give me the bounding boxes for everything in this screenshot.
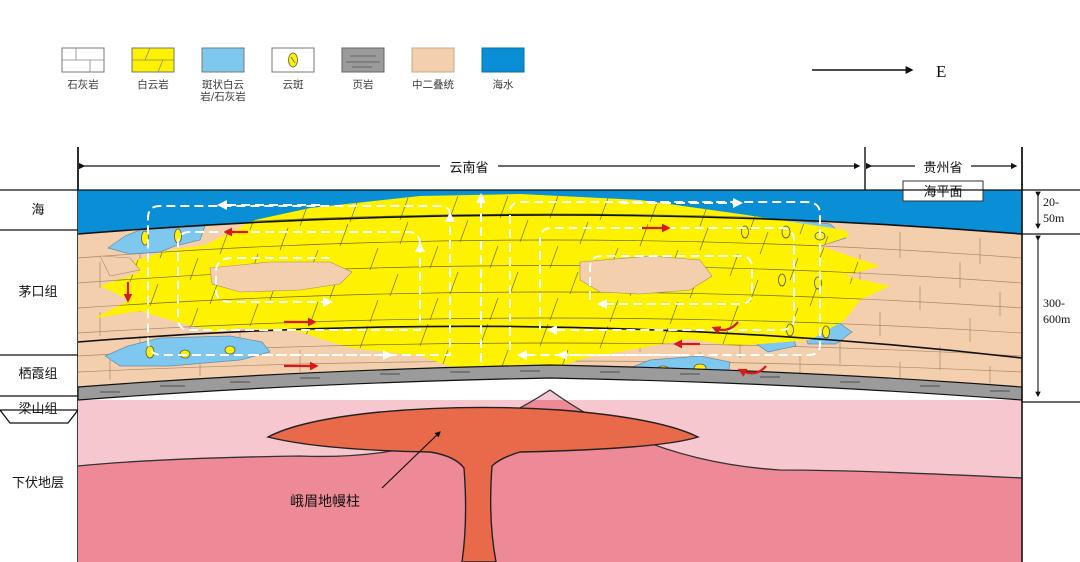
region-yunnan-label: 云南省: [449, 160, 488, 176]
sea-thickness-line2: 50m: [1043, 211, 1065, 225]
mottle-icon: [141, 230, 149, 246]
cross-section: 峨眉地幔柱: [77, 147, 1023, 562]
region-dimension: 云南省 贵州省: [77, 147, 1023, 190]
shale-swatch: [341, 47, 385, 73]
legend-label-patchy-line1: 斑状白云: [202, 78, 244, 91]
legend-label-limestone: 石灰岩: [67, 78, 99, 91]
plume-label-pointer: [381, 431, 441, 489]
patchy-dolomite-limestone-swatch: [201, 47, 245, 73]
middle-permian-swatch: [411, 47, 455, 73]
mottle-icon: [145, 345, 155, 359]
maokou-thickness-line1: 300-: [1043, 296, 1065, 310]
legend-item-patchy: 斑状白云 岩/石灰岩: [200, 47, 246, 103]
legend: 石灰岩 白云岩 斑状白云 岩/石灰岩 云斑 页岩 中二叠统: [61, 47, 525, 103]
mottle-icon: [778, 273, 786, 287]
flow-loop-right-mid: [539, 227, 795, 335]
flow-loop-left-mid: [177, 231, 425, 331]
legend-item-shale: 页岩: [341, 47, 385, 91]
legend-item-permian: 中二叠统: [411, 47, 455, 91]
mottle-icon: [786, 323, 794, 337]
red-arrow: [737, 365, 767, 377]
limestone-island-3: [99, 255, 141, 277]
sea-thickness-line1: 20-: [1043, 195, 1059, 209]
flow-loop-right-inner: [589, 255, 753, 309]
legend-label-permian: 中二叠统: [412, 78, 454, 91]
sea-level-label: 海平面: [923, 185, 962, 200]
seawater-swatch: [481, 47, 525, 73]
legend-label-shale: 页岩: [353, 78, 374, 91]
strata-column: 海 茅口组 栖霞组 梁山组 下伏地层: [0, 147, 80, 562]
legend-item-mottle: 云斑: [271, 47, 315, 91]
mantle-plume: [266, 406, 700, 562]
label-qixia: 栖霞组: [18, 367, 57, 382]
legend-item-dolomite: 白云岩: [131, 47, 175, 91]
mottle-icon: [224, 345, 236, 355]
label-sea: 海: [31, 203, 44, 218]
legend-item-limestone: 石灰岩: [61, 47, 105, 91]
legend-label-seawater: 海水: [493, 78, 514, 91]
legend-label-dolomite: 白云岩: [137, 78, 169, 91]
dolomite-body: [95, 194, 890, 371]
label-liangshan: 梁山组: [18, 402, 57, 417]
maokou-thickness-line2: 600m: [1043, 312, 1071, 326]
mantle-plume-label: 峨眉地幔柱: [290, 494, 360, 510]
label-maokou: 茅口组: [18, 285, 57, 300]
red-arrow: [711, 321, 739, 335]
label-underlying: 下伏地层: [12, 476, 64, 491]
legend-label-mottle: 云斑: [283, 78, 304, 91]
flow-loop-left-inner: [215, 257, 333, 307]
flow-loop-right-outer: [509, 201, 821, 360]
limestone-island-2: [579, 255, 713, 295]
limestone-swatch-pattern: [62, 48, 104, 72]
sea-level-box: [902, 180, 984, 202]
direction-label: E: [936, 62, 946, 81]
flow-loop-left-outer: [147, 205, 455, 356]
mottle-icon: [822, 325, 830, 339]
seawater-flow-arrows: [123, 223, 767, 377]
dolomite-swatch-pattern: [132, 47, 174, 73]
legend-label-patchy-line2: 岩/石灰岩: [200, 90, 246, 103]
limestone-island-1: [209, 261, 353, 293]
flow-circulation: [147, 193, 821, 362]
thickness-column: 20- 50m 300- 600m: [1022, 189, 1080, 403]
direction-indicator: E: [812, 62, 946, 81]
legend-item-seawater: 海水: [481, 47, 525, 91]
sea-floor-line: [77, 214, 1023, 235]
region-guizhou-label: 贵州省: [923, 161, 962, 176]
